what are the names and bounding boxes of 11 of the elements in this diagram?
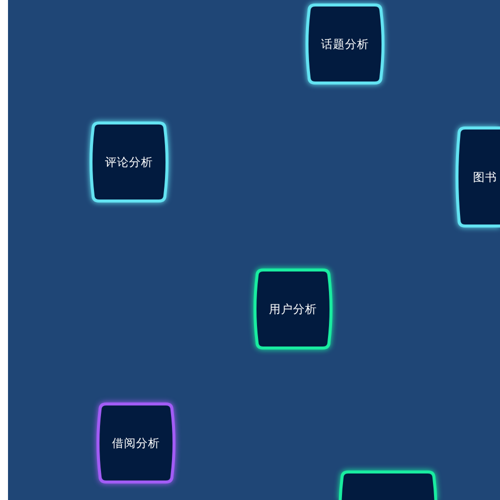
card-label: 评论分析 (104, 155, 154, 169)
module-card (96, 402, 176, 484)
card-label: 话题分析 (320, 37, 370, 51)
card-label: 图书 (473, 170, 497, 184)
module-card (253, 268, 333, 350)
module-card (455, 126, 500, 228)
module-card (89, 121, 169, 203)
module-card (305, 3, 385, 85)
card-label: 借阅分析 (111, 436, 161, 450)
empty-card (338, 470, 438, 500)
card-label: 用户分析 (268, 302, 318, 316)
